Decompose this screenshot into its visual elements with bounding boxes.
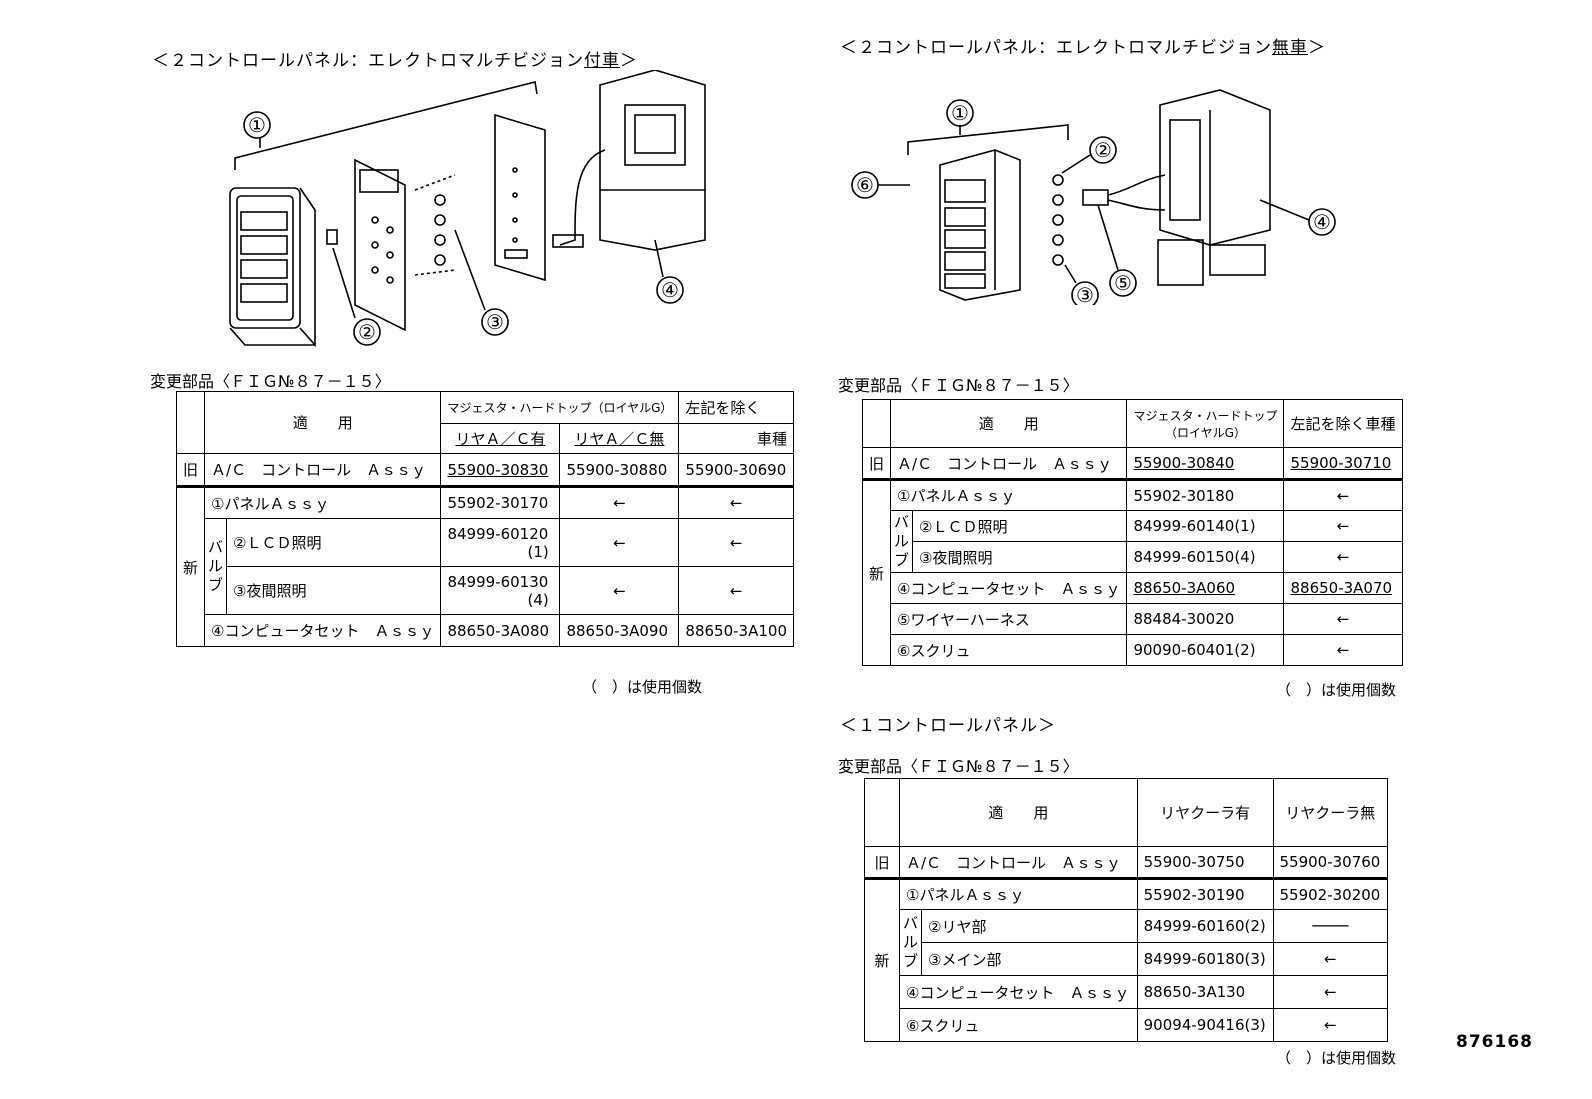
- circuit-board: [354, 158, 406, 332]
- right-changed-parts-label: 変更部品〈ＦＩＧ№８７－１５〉: [838, 376, 1079, 395]
- back-plate: [494, 113, 546, 282]
- computer-unit: [599, 70, 706, 251]
- table-row: ④コンピュータセット Ａｓｓｙ 88650-3A080 88650-3A090 …: [177, 614, 794, 647]
- callout-2: ②: [1094, 138, 1112, 162]
- table-row: 旧 Ａ/Ｃ コントロール Ａｓｓｙ 55900-30750 55900-3076…: [864, 846, 1388, 879]
- document-number: 876168: [1456, 1032, 1533, 1052]
- lcd-bulb: [326, 229, 338, 245]
- table-row: 新 ①パネルＡｓｓｙ 55902-30170 ← ←: [175, 485, 794, 647]
- table-row: ③メイン部 84999-60180(3) ←: [865, 942, 1388, 976]
- table-row: バルブ ②ＬＣＤ照明 84999-60120(1) ← ←: [177, 518, 794, 615]
- left-parts-table: 適 用 マジェスタ・ハードトップ（ロイヤルG） 左記を除く リヤＡ／Ｃ有 リヤＡ…: [175, 391, 794, 647]
- bottom-parts-table: 適 用 リヤクーラ有 リヤクーラ無 旧 Ａ/Ｃ コントロール Ａｓｓｙ 5590…: [864, 778, 1388, 1042]
- bottom-header-cooler-ari: リヤクーラ有: [1136, 778, 1274, 847]
- table-row: ⑥スクリュ 90090-60401(2) ←: [863, 634, 1403, 666]
- wire-harness: [559, 149, 606, 246]
- computer-unit: [1159, 89, 1271, 246]
- right-header-majesta: マジェスタ・ハードトップ: [1133, 408, 1278, 423]
- panel-assembly: [939, 149, 1021, 301]
- table-row: 新 ①パネルＡｓｓｙ 55902-30180 ←: [861, 478, 1403, 666]
- bottom-usage-note: （ ）は使用個数: [1276, 1049, 1397, 1067]
- callout-1: ①: [248, 113, 266, 137]
- assembly-bracket: [234, 81, 538, 170]
- left-exploded-diagram: ① ② ③ ④: [229, 70, 706, 348]
- front-panel: [229, 187, 301, 329]
- left-header-tekiyo: 適 用: [204, 391, 442, 454]
- table-row: バルブ ②ＬＣＤ照明 84999-60140(1) ←: [863, 510, 1403, 573]
- table-row: ③夜間照明 84999-60130(4) ← ←: [177, 566, 794, 615]
- right-usage-note: （ ）は使用個数: [1276, 681, 1397, 699]
- right-header-tekiyo: 適 用: [890, 399, 1128, 448]
- table-row: ⑤ワイヤーハーネス 88484-30020 ←: [863, 603, 1403, 635]
- callout-4: ④: [1313, 210, 1331, 234]
- callout-3: ③: [1076, 283, 1094, 305]
- left-usage-note: （ ）は使用個数: [582, 678, 703, 696]
- callout-5: ⑤: [1114, 271, 1132, 295]
- right-exploded-diagram: ① ② ③ ④ ⑤ ⑥: [851, 89, 1336, 305]
- bottom-section-title: ＜１コントロールパネル＞: [840, 716, 1056, 736]
- right-header-other: 左記を除く車種: [1283, 399, 1403, 448]
- callout-2: ②: [358, 320, 376, 344]
- bottom-header-cooler-nashi: リヤクーラ無: [1272, 778, 1388, 847]
- table-row: ④コンピュータセット Ａｓｓｙ 88650-3A060 88650-3A070: [863, 572, 1403, 604]
- bottom-header-tekiyo: 適 用: [899, 778, 1138, 847]
- table-row: 新 ①パネルＡｓｓｙ 55902-30190 55902-30200: [864, 877, 1388, 1042]
- left-section-title: ＜２コントロールパネル：エレクトロマルチビジョン付車＞: [152, 51, 638, 71]
- assembly-bracket: [907, 124, 1069, 155]
- callout-6: ⑥: [856, 173, 874, 197]
- left-header-other2: 車種: [678, 423, 794, 454]
- callout-1: ①: [951, 101, 969, 125]
- bottom-changed-parts-label: 変更部品〈ＦＩＧ№８７－１５〉: [838, 757, 1079, 776]
- left-changed-parts-label: 変更部品〈ＦＩＧ№８７－１５〉: [150, 372, 391, 391]
- table-row: ③夜間照明 84999-60150(4) ←: [863, 541, 1403, 573]
- left-header-rear-ari: リヤＡ／Ｃ有: [440, 423, 561, 454]
- table-row: バルブ ②リヤ部 84999-60160(2) ────: [865, 909, 1388, 976]
- table-row: 旧 Ａ/Ｃ コントロール Ａｓｓｙ 55900-30830 55900-3088…: [175, 453, 794, 487]
- table-row: 旧 Ａ/Ｃ コントロール Ａｓｓｙ 55900-30840 55900-3071…: [861, 447, 1403, 480]
- table-row: ⑥スクリュ 90094-90416(3) ←: [865, 1008, 1388, 1042]
- wire-harness: [1082, 189, 1109, 206]
- left-header-other1: 左記を除く: [678, 391, 794, 424]
- left-header-majesta: マジェスタ・ハードトップ（ロイヤルG）: [440, 391, 680, 424]
- right-section-title: ＜２コントロールパネル：エレクトロマルチビジョン無車＞: [840, 38, 1326, 58]
- right-parts-table: 適 用 マジェスタ・ハードトップ（ロイヤルG） 左記を除く車種 旧 Ａ/Ｃ コン…: [861, 399, 1403, 666]
- left-header-rear-nashi: リヤＡ／Ｃ無: [559, 423, 680, 454]
- callout-4: ④: [661, 278, 679, 302]
- table-row: ④コンピュータセット Ａｓｓｙ 88650-3A130 ←: [865, 975, 1388, 1009]
- callout-3: ③: [486, 310, 504, 334]
